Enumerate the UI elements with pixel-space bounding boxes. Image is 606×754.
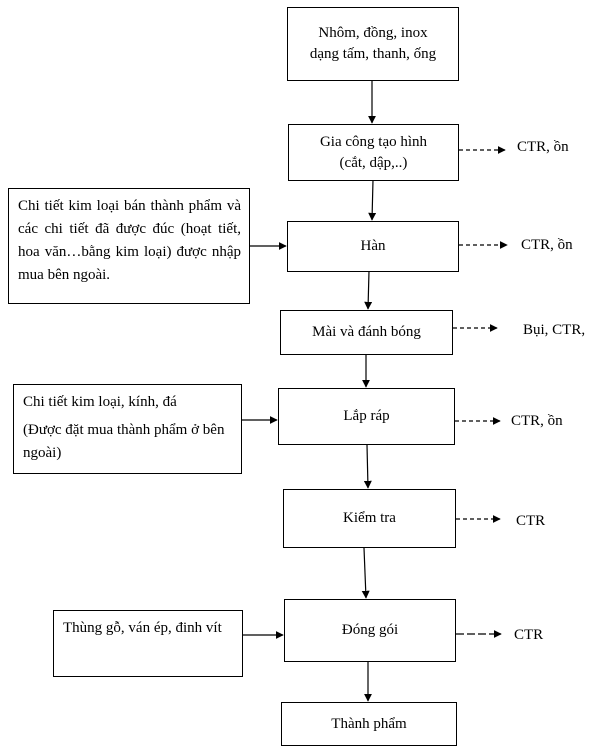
forming-output-label: CTR, ồn [517,139,569,155]
raw-material-box: Nhôm, đồng, inox dạng tấm, thanh, ống [287,7,459,81]
inspection-box: Kiểm tra [283,489,456,548]
grinding-polishing-box: Mài và đánh bóng [280,310,453,355]
forming-box: Gia công tạo hình (cắt, dập,..) [288,124,459,181]
finished-product-box: Thành phẩm [281,702,457,746]
raw-material-label: Nhôm, đồng, inox dạng tấm, thanh, ống [309,25,437,62]
assembly-input-box: Chi tiết kim loại, kính, đá (Được đặt mu… [13,384,242,474]
arrow-inspection-to-packaging [361,547,370,599]
assembly-output-label: CTR, ồn [511,413,563,429]
assembly-input-line2: (Được đặt mua thành phẩm ở bên ngoài) [23,422,225,461]
welding-input-text: Chi tiết kim loại bán thành phẩm và các … [18,198,241,283]
finished-product-label: Thành phẩm [331,715,407,732]
grinding-output-label: Bụi, CTR, [523,322,586,338]
arrow-forming-to-welding [368,179,377,221]
packaging-input-box: Thùng gỗ, ván ép, đinh vít [53,610,243,677]
grinding-polishing-label: Mài và đánh bóng [312,324,421,340]
welding-label: Hàn [360,238,386,254]
arrow-assembly-to-inspection [363,444,372,489]
assembly-label: Lắp ráp [343,408,390,424]
packaging-box: Đóng gói [284,599,456,662]
packaging-input-text: Thùng gỗ, ván ép, đinh vít [63,620,222,636]
assembly-box: Lắp ráp [278,388,455,445]
arrow-welding-to-grinding [364,270,373,310]
forming-label: Gia công tạo hình (cắt, dập,..) [319,133,428,171]
inspection-label: Kiểm tra [343,510,396,526]
assembly-input-line1: Chi tiết kim loại, kính, đá [23,394,177,410]
inspection-output-label: CTR [516,513,546,529]
welding-input-box: Chi tiết kim loại bán thành phẩm và các … [8,188,250,304]
packaging-output-label: CTR [514,627,544,643]
welding-box: Hàn [287,221,459,272]
packaging-label: Đóng gói [341,622,399,638]
welding-output-label: CTR, ồn [521,237,573,253]
